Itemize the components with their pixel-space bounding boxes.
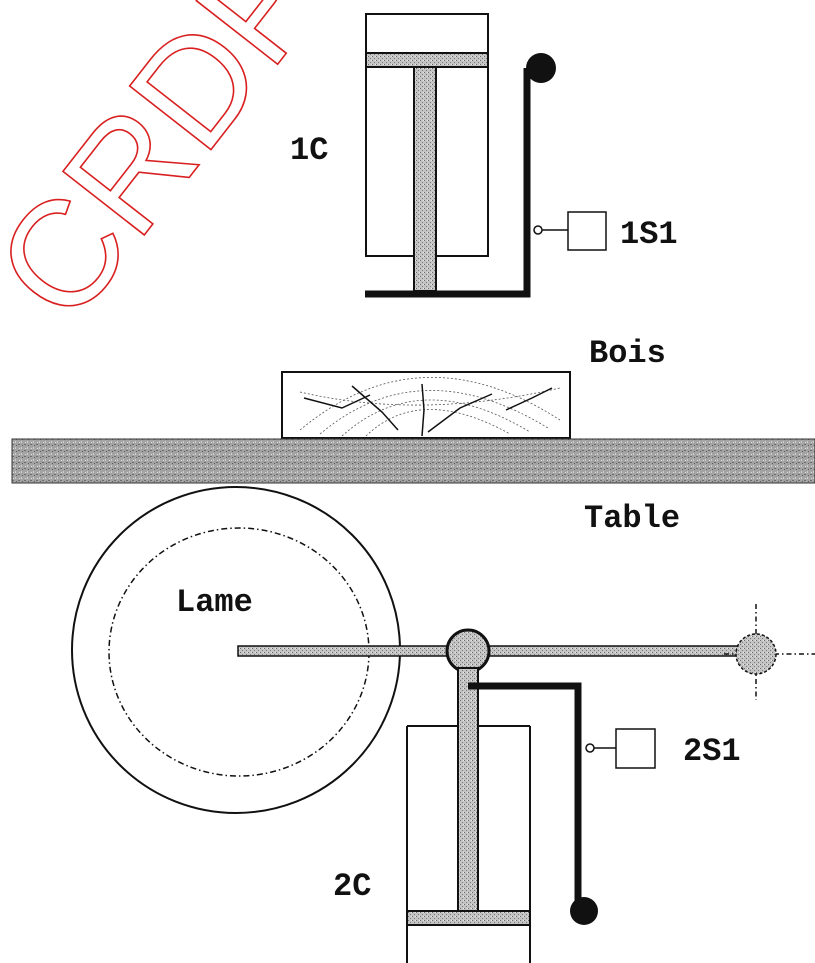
table-surface [11,438,815,484]
fixed-pivot-circle [735,633,777,675]
label-2s1: 2S1 [683,733,741,770]
wood-cracks [303,383,553,437]
pivot-joint [445,628,491,674]
linkage-arm-1 [365,68,531,298]
sensor-1s1-box [567,211,607,251]
cylinder-1c-piston [365,52,489,68]
label-bois: Bois [589,335,666,372]
wood-block-outline [281,371,571,439]
lever-arm [237,645,749,657]
cylinder-1c [365,13,489,292]
sensor-2s1-contact [585,743,595,753]
cylinder-2c [406,667,531,963]
cylinder-2c-rod [457,667,479,912]
label-table: Table [584,500,680,537]
label-2c: 2C [333,868,371,905]
linkage-arm-2 [468,682,582,906]
cylinder-1c-rod [413,66,437,292]
label-1c: 1C [290,132,328,169]
label-lame: Lame [176,584,253,621]
label-1s1: 1S1 [620,216,678,253]
linkage-knob-2 [570,897,598,925]
fixed-pivot [724,604,815,700]
wood-grain [299,377,561,437]
sensor-1s1-contact [533,225,543,235]
sensor-1s1-linkage [365,53,607,298]
cylinder-2c-piston [406,910,531,926]
linkage-knob-1 [526,53,556,83]
sensor-2s1-box [615,728,656,769]
wood-block [281,371,571,439]
sensor-2s1-linkage [468,682,656,925]
